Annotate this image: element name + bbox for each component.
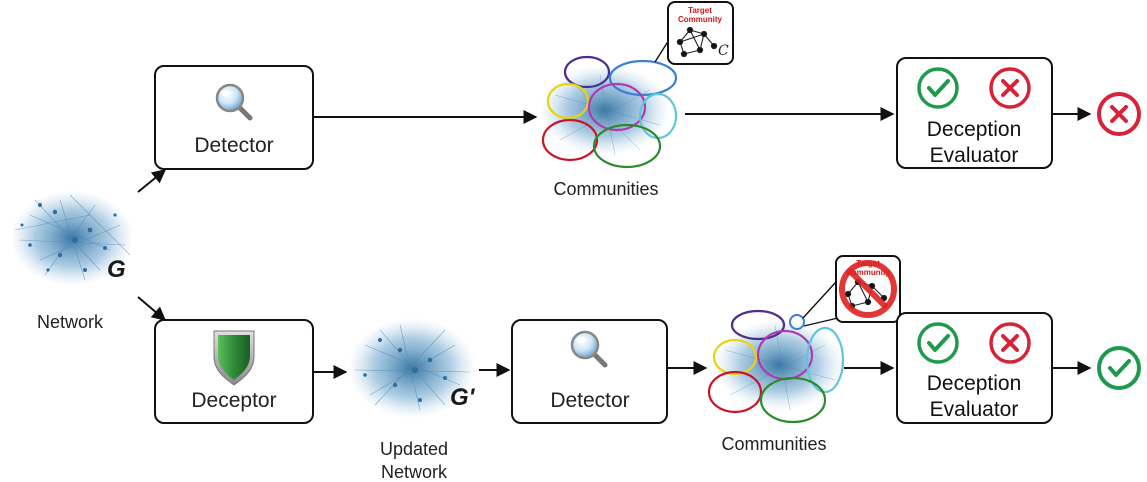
target-subgraph-icon — [676, 26, 718, 58]
arrow-to-detector-top — [137, 169, 167, 193]
check-icon — [917, 67, 959, 109]
community-yellow — [712, 338, 758, 376]
community-network-image — [540, 65, 670, 156]
cross-icon — [989, 322, 1031, 364]
community-blue-target-shrunk — [789, 314, 805, 330]
graph-symbol-g-prime: G' — [450, 384, 476, 411]
top-evaluator-box[interactable]: Deception Evaluator — [896, 57, 1053, 169]
magnifier-icon — [215, 83, 253, 121]
community-yellow — [546, 82, 590, 120]
bottom-evaluator-label-2: Evaluator — [930, 398, 1019, 421]
magnifier-icon — [570, 330, 608, 368]
updated-network-caption-1: Updated — [380, 439, 448, 459]
target-community-title-1: Target — [688, 6, 712, 15]
top-result-cross-icon — [1097, 92, 1141, 136]
bottom-evaluator-label-1: Deception — [927, 372, 1022, 395]
cross-icon — [989, 67, 1031, 109]
community-cyan — [805, 326, 845, 394]
target-community-symbol: C — [718, 43, 729, 59]
community-purple — [730, 309, 786, 341]
top-detector-label: Detector — [194, 134, 273, 157]
bottom-detector-label: Detector — [550, 389, 629, 412]
deceptor-label: Deceptor — [191, 389, 276, 412]
updated-network: G' Updated Network — [348, 318, 476, 482]
top-evaluator-label-2: Evaluator — [930, 144, 1019, 167]
arrow-to-deceptor — [137, 296, 167, 321]
bottom-result-check-icon — [1097, 346, 1141, 390]
shield-icon — [213, 330, 255, 386]
community-green — [759, 376, 827, 424]
check-icon — [917, 322, 959, 364]
bottom-evaluator-box[interactable]: Deception Evaluator — [896, 312, 1053, 424]
community-purple — [563, 55, 611, 89]
community-blue-target — [608, 59, 678, 97]
bottom-communities: Target Community Communities — [707, 255, 901, 454]
top-communities-caption: Communities — [553, 179, 658, 199]
bottom-communities-caption: Communities — [721, 434, 826, 454]
top-evaluator-label-1: Deception — [927, 118, 1022, 141]
graph-symbol-g: G — [107, 256, 126, 283]
network-caption: Network — [37, 312, 104, 332]
community-red — [541, 118, 599, 162]
target-community-callout: Target Community C — [667, 1, 734, 65]
network-graph-image — [10, 190, 134, 286]
updated-network-caption-2: Network — [381, 462, 448, 482]
community-magenta — [587, 82, 647, 132]
updated-network-graph-image — [348, 318, 476, 418]
top-detector-box[interactable]: Detector — [154, 65, 314, 170]
top-communities: Target Community C Communities — [540, 1, 734, 199]
community-red — [707, 370, 763, 414]
community-green — [592, 123, 662, 169]
bottom-detector-box[interactable]: Detector — [511, 319, 668, 424]
target-community-title-2: Community — [678, 15, 723, 24]
target-community-callout-blocked: Target Community — [835, 255, 901, 323]
target-community-title-2-blocked: Community — [846, 268, 891, 277]
input-network: G Network — [10, 190, 134, 332]
no-entry-icon — [839, 260, 897, 318]
deceptor-box[interactable]: Deceptor — [154, 319, 314, 424]
